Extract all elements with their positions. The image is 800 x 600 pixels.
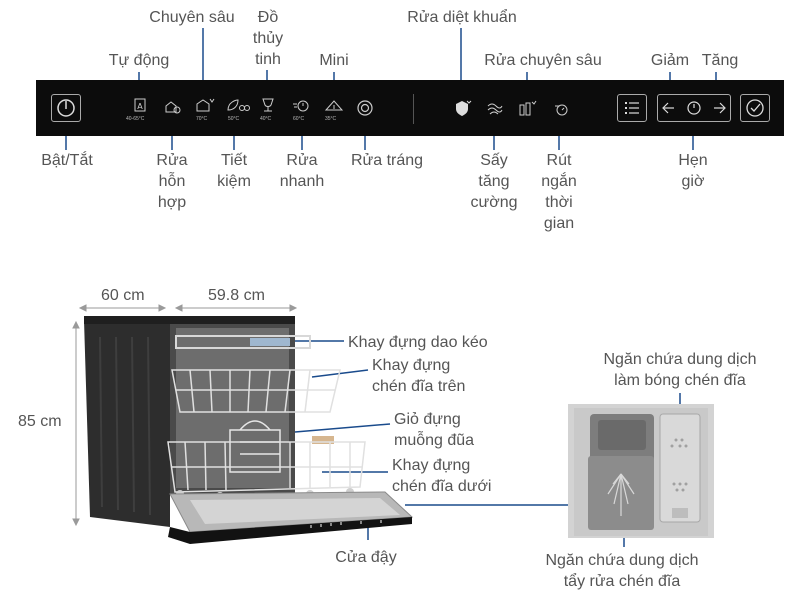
label-hen-gio: Hẹn giờ [678,152,708,190]
mixed-wash-icon [165,101,181,114]
upper-rack [171,369,341,413]
program-mixed-button[interactable] [163,98,183,118]
option-extra-dry-button[interactable] [484,98,504,118]
program-mini-button[interactable]: 35°C [323,96,345,126]
dishwasher-illustration [84,316,414,544]
rinse-aid-dots [670,438,688,492]
label-detergent: Ngăn chứa dung dịch tẩy rửa chén đĩa [545,552,699,590]
label-rua-hon-hop: Rửa hỗn hợp [156,152,188,211]
program-rinse-button[interactable] [355,98,375,118]
auto-program-icon: A [134,98,146,112]
lower-rack [167,441,366,493]
panel-divider [413,94,414,124]
check-circle-icon [746,99,764,117]
dimension-depth: 60 cm [101,287,145,304]
label-rua-chuyen-sau: Rửa chuyên sâu [484,52,602,69]
leader-upper-rack [311,369,369,378]
timer-button[interactable] [687,101,701,115]
list-menu-icon [625,102,639,114]
label-giam: Giảm [650,52,690,69]
label-rinse-aid: Ngăn chứa dung dịch làm bóng chén đĩa [603,351,757,389]
shield-sanitize-icon [456,100,472,116]
start-button[interactable] [740,94,770,122]
power-icon [57,99,75,117]
temp-intensive: 70°C [196,116,208,122]
program-auto-button[interactable]: A 40-65°C [126,96,152,126]
clock-icon [687,101,701,115]
cutlery-tray [175,335,311,349]
option-time-saver-button[interactable] [551,98,571,118]
chevron-left-icon [662,102,669,114]
chevron-right-icon [719,102,726,114]
label-do-thuy-tinh: Đồ thủy tinh [252,9,284,68]
dimension-height: 85 cm [18,413,62,430]
temp-auto: 40-65°C [126,116,145,122]
intensive-wash-icon [196,98,215,112]
label-spoon-basket: Giỏ đựng muỗng đũa [394,411,475,449]
label-door: Cửa đậy [335,549,397,566]
option-sanitize-button[interactable] [452,98,472,118]
option-deep-wash-button[interactable] [517,98,537,118]
rinse-aid-panel [659,413,701,523]
label-rua-nhanh: Rửa nhanh [279,152,325,190]
rinse-aid-latch [672,508,688,518]
label-cutlery-tray: Khay đựng dao kéo [348,334,488,351]
label-bat-tat: Bật/Tắt [41,152,93,169]
label-tang: Tăng [701,52,739,69]
dishwasher-side [84,320,170,527]
label-rua-diet-khuan: Rửa diệt khuẩn [407,9,517,26]
quick-wash-icon [293,100,309,112]
increase-button[interactable] [714,102,726,114]
eco-leaf-icon [227,99,250,111]
label-tu-dong: Tự động [108,52,170,69]
label-tiet-kiem: Tiết kiệm [217,152,251,190]
temp-eco: 50°C [228,116,240,122]
label-chuyen-sau: Chuyên sâu [149,9,235,26]
svg-text:A: A [137,102,143,111]
temp-glass: 40°C [260,116,272,122]
rinse-icon [357,100,373,116]
program-quick-button[interactable]: 60°C [291,96,313,126]
menu-button[interactable] [617,94,647,122]
deep-wash-icon [519,100,537,116]
time-saver-icon [555,104,568,116]
leader-spoon-basket [294,423,391,433]
label-rua-trang: Rửa tráng [350,152,424,169]
timer-controls [662,101,726,115]
extra-dry-icon [487,103,503,115]
mini-wash-icon [324,100,344,111]
program-glass-button[interactable]: 40°C [258,96,278,126]
label-say-tang-cuong: Sấy tăng cường [470,152,518,211]
dispenser-illustration [574,408,708,536]
temp-quick: 60°C [293,116,305,122]
dishwasher-top [84,316,295,324]
program-intensive-button[interactable]: 70°C [193,96,217,126]
decrease-button[interactable] [662,102,674,114]
temp-mini: 35°C [325,116,337,122]
label-mini: Mini [319,52,349,69]
label-upper-rack: Khay đựng chén đĩa trên [372,357,466,395]
label-rut-ngan-thoi-gian: Rút ngắn thời gian [541,152,577,232]
delay-timer-group [657,94,731,122]
control-panel: A 40-65°C 70°C 50°C 40°C [36,80,784,136]
power-button[interactable] [51,94,81,122]
dimension-width: 59.8 cm [208,287,265,304]
program-eco-button[interactable]: 50°C [224,96,250,126]
arrow-up-icon [607,473,635,516]
label-lower-rack: Khay đựng chén đĩa dưới [392,457,492,495]
wine-glass-icon [262,98,274,112]
dispenser-detail [568,404,714,538]
